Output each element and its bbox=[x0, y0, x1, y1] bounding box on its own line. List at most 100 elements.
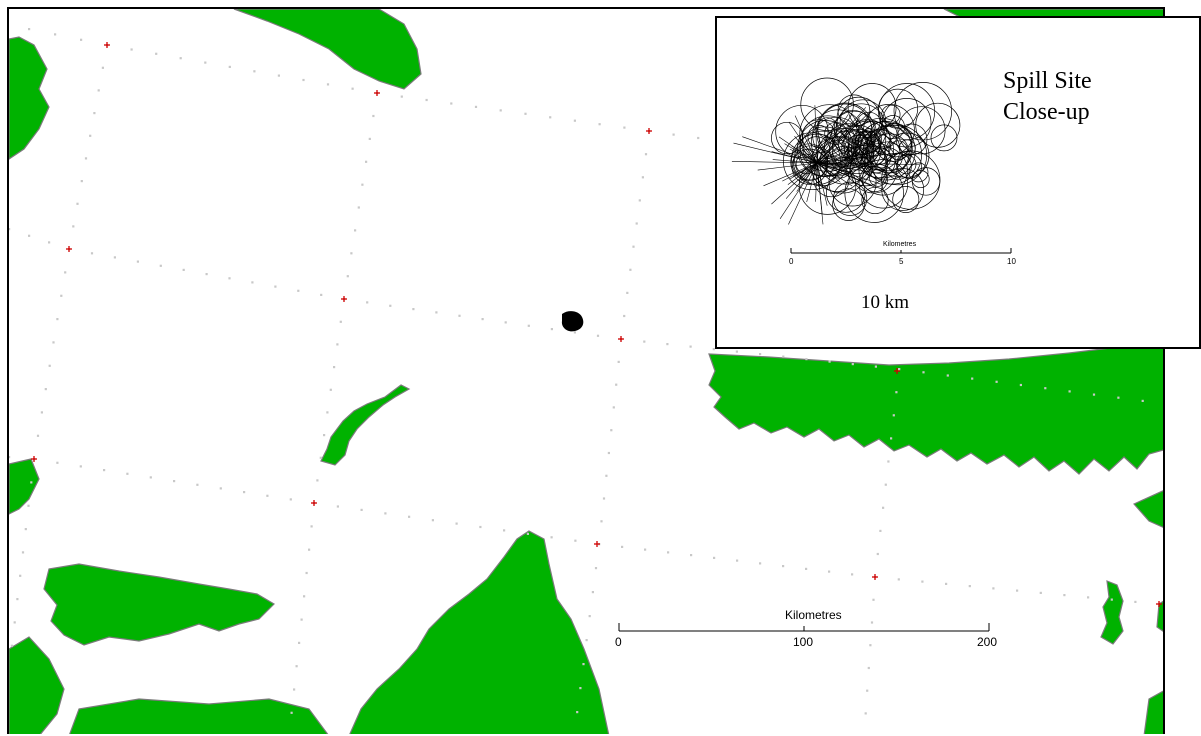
grid-dot bbox=[1044, 387, 1047, 390]
trajectory-circle bbox=[837, 94, 871, 128]
trajectory-circle bbox=[881, 104, 901, 124]
trajectory-circle bbox=[833, 109, 873, 149]
inset-scale-caption: 10 km bbox=[861, 292, 910, 313]
grid-dot bbox=[585, 639, 588, 642]
grid-dot bbox=[890, 437, 893, 440]
grid-dot bbox=[56, 318, 59, 321]
spill-site-marker[interactable] bbox=[561, 311, 584, 332]
grid-dot bbox=[644, 153, 648, 156]
land-east-peninsula bbox=[1133, 490, 1163, 528]
trajectory-line bbox=[731, 161, 818, 164]
grid-dot bbox=[866, 689, 869, 692]
grid-dot bbox=[1110, 598, 1113, 601]
grid-dot bbox=[524, 112, 527, 115]
trajectory-circle bbox=[881, 168, 925, 211]
grid-dot bbox=[1092, 393, 1096, 396]
grid-dot bbox=[643, 340, 646, 343]
trajectory-circle bbox=[881, 150, 941, 210]
grid-dot bbox=[632, 245, 635, 248]
grid-dot bbox=[412, 308, 415, 311]
map-canvas[interactable]: Kilometres 0 100 200 bbox=[9, 9, 1165, 734]
trajectory-line bbox=[816, 110, 872, 164]
grid-dot bbox=[326, 411, 329, 414]
grid-dot bbox=[481, 318, 484, 321]
grid-cross bbox=[872, 574, 878, 580]
grid-dot bbox=[97, 89, 100, 92]
grid-dot bbox=[30, 481, 33, 484]
trajectory-circle bbox=[850, 146, 898, 194]
grid-dot bbox=[368, 137, 371, 140]
trajectory-line bbox=[789, 162, 818, 180]
grid-dot bbox=[54, 33, 57, 36]
grid-dot bbox=[219, 487, 222, 490]
trajectory-line bbox=[816, 162, 841, 183]
grid-dot bbox=[19, 574, 22, 577]
grid-cross bbox=[594, 541, 600, 547]
grid-dot bbox=[298, 641, 301, 644]
grid-dot bbox=[101, 66, 104, 69]
trajectory-line bbox=[789, 148, 818, 164]
grid-dot bbox=[526, 532, 529, 535]
grid-dot bbox=[361, 183, 364, 186]
grid-dot bbox=[40, 411, 43, 414]
trajectory-line bbox=[816, 140, 875, 164]
grid-dot bbox=[179, 57, 182, 60]
grid-dot bbox=[13, 621, 16, 624]
grid-dot bbox=[351, 87, 354, 90]
grid-dot bbox=[591, 591, 594, 594]
land-southwest bbox=[9, 458, 40, 515]
trajectory-line bbox=[814, 105, 818, 164]
grid-dot bbox=[644, 548, 647, 551]
grid-dot bbox=[1019, 383, 1022, 387]
grid-dot bbox=[782, 355, 785, 358]
grid-dot bbox=[326, 83, 330, 86]
grid-dot bbox=[1141, 399, 1144, 402]
grid-dot bbox=[922, 371, 925, 374]
trajectory-line bbox=[772, 159, 818, 164]
grid-dot bbox=[36, 434, 40, 437]
grid-dot bbox=[228, 277, 231, 280]
grid-dot bbox=[968, 585, 971, 588]
grid-dot bbox=[80, 38, 83, 41]
grid-dot bbox=[136, 260, 139, 263]
grid-dot bbox=[27, 504, 30, 507]
grid-dot bbox=[607, 451, 610, 455]
grid-dot bbox=[336, 505, 339, 508]
trajectory-circle bbox=[892, 186, 920, 213]
trajectory-circle bbox=[847, 83, 897, 132]
trajectory-line bbox=[771, 151, 818, 164]
grid-dot bbox=[474, 105, 478, 108]
grid-dot bbox=[60, 294, 63, 297]
grid-dot bbox=[290, 711, 293, 714]
grid-dot bbox=[503, 529, 506, 532]
grid-dot bbox=[870, 621, 874, 624]
grid-cross bbox=[646, 128, 652, 134]
land-top-center bbox=[233, 9, 422, 90]
trajectory-line bbox=[779, 162, 818, 219]
trajectory-line bbox=[785, 162, 818, 199]
grid-cross bbox=[311, 500, 317, 506]
trajectory-line bbox=[816, 107, 867, 164]
trajectory-line bbox=[801, 140, 818, 164]
grid-dot bbox=[504, 321, 507, 324]
scale-tick-100: 100 bbox=[793, 635, 813, 649]
grid-dot bbox=[450, 102, 453, 105]
inset-title: Spill Site Close-up bbox=[1003, 66, 1092, 128]
trajectory-line bbox=[798, 162, 818, 182]
grid-dot bbox=[365, 160, 368, 163]
grid-dot bbox=[205, 273, 208, 276]
grid-dot bbox=[995, 380, 998, 383]
grid-dot bbox=[712, 348, 715, 351]
grid-dot bbox=[898, 368, 901, 371]
land-cape-breton bbox=[349, 530, 610, 734]
grid-dot bbox=[887, 460, 890, 463]
grid-dot bbox=[384, 512, 387, 515]
inset-tick-5: 5 bbox=[899, 257, 904, 266]
grid-dot bbox=[615, 383, 618, 386]
grid-cross bbox=[618, 336, 624, 342]
grid-dot bbox=[103, 469, 106, 472]
trajectory-line bbox=[763, 162, 818, 187]
grid-dot bbox=[297, 289, 300, 292]
grid-dot bbox=[690, 554, 693, 557]
grid-dot bbox=[689, 345, 692, 348]
